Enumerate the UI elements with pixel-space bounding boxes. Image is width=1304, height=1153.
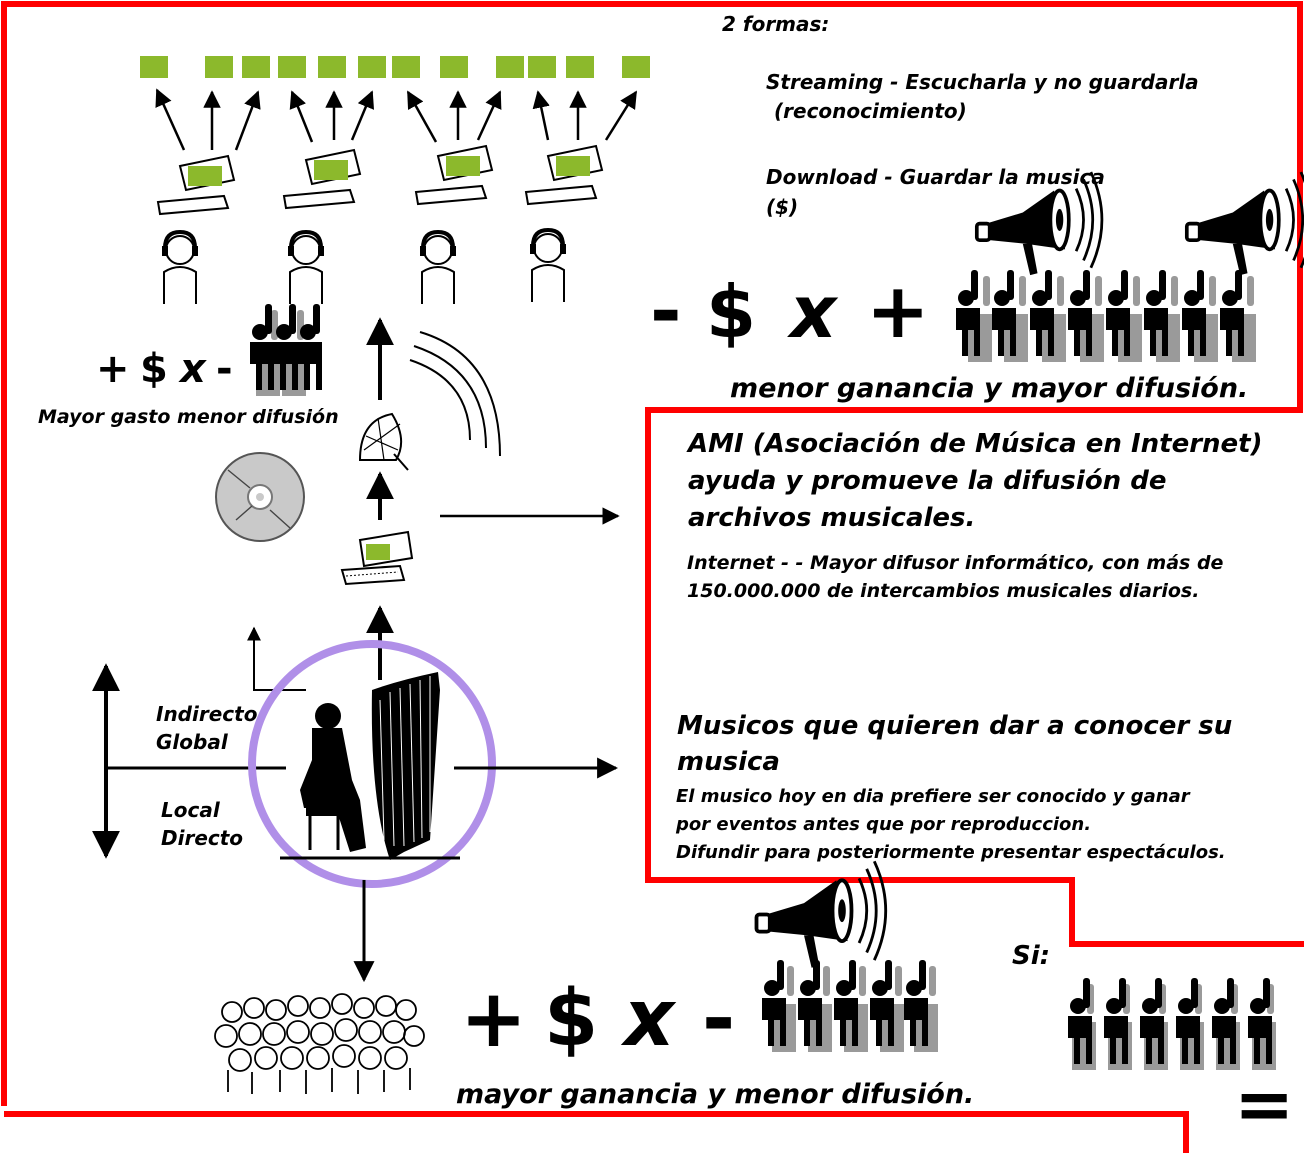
formula-left-minus: -: [216, 346, 233, 392]
formula-top-dollar: $: [706, 270, 757, 354]
central-computer-icon: [340, 530, 414, 586]
label-global: Global: [156, 730, 228, 754]
formula-top-x: x: [790, 270, 837, 354]
ami-title-line-2: ayuda y promueve la difusión de: [688, 466, 1167, 496]
musicians-body-line-1: El musico hoy en dia prefiere ser conoci…: [676, 786, 1190, 807]
musicians-body-line-2: por eventos antes que por reproduccion.: [676, 814, 1092, 835]
red-frame-bottom: [4, 1111, 1189, 1153]
crowd-icon-top: [956, 270, 1256, 362]
listener-computer-2: [283, 149, 361, 306]
label-indirecto: Indirecto: [156, 702, 258, 726]
audience-icon: [214, 993, 425, 1094]
red-frame-outline: [1, 1, 1304, 1106]
formula-bottom-caption: mayor ganancia y menor difusión.: [456, 1079, 975, 1110]
formula-top-plus: +: [866, 266, 930, 355]
l-shaped-arrow: [247, 626, 306, 691]
ami-title-line-1: AMI (Asociación de Música en Internet): [688, 429, 1263, 459]
two-forms-heading: 2 formas:: [722, 12, 830, 36]
internet-line-1: Internet - - Mayor difusor informático, …: [687, 552, 1224, 574]
download-line-1: Download - Guardar la musica: [766, 165, 1105, 189]
listener-computer-1: [157, 155, 235, 306]
crowd-icon-right: [1068, 978, 1276, 1070]
formula-bottom-x: x: [624, 974, 675, 1064]
formula-left-plus: +: [96, 346, 130, 392]
musicians-title-line-2: musica: [677, 747, 780, 777]
compact-disc-icon: [215, 452, 305, 542]
formula-left-x: x: [180, 346, 206, 392]
download-line-2: ($): [766, 195, 799, 219]
distribution-arrows: [155, 88, 638, 151]
formula-bottom-minus: -: [702, 972, 736, 1065]
formula-left-caption: Mayor gasto menor difusión: [38, 406, 339, 428]
satellite-dish-icon: [358, 331, 501, 471]
musicians-body-line-3: Difundir para posteriormente presentar e…: [676, 842, 1226, 863]
crowd-icon-bottom: [762, 960, 938, 1052]
listener-computer-4: [525, 145, 603, 304]
streaming-line-2: (reconocimiento): [774, 99, 967, 123]
megaphone-icon-2: [1184, 170, 1304, 277]
label-local: Local: [161, 798, 220, 822]
small-crowd-icon: [250, 304, 322, 396]
equals-sign: =: [1234, 1062, 1295, 1146]
ami-title-line-3: archivos musicales.: [688, 503, 976, 533]
musicians-title-line-1: Musicos que quieren dar a conocer su: [677, 711, 1233, 741]
formula-top-minus: -: [650, 266, 682, 355]
listener-computer-3: [415, 145, 493, 306]
harpist-icon: [280, 672, 460, 860]
formula-bottom-dollar: $: [544, 974, 599, 1064]
formula-left-dollar: $: [140, 346, 168, 392]
formula-bottom-plus: +: [460, 972, 528, 1065]
si-label: Si:: [1012, 941, 1051, 971]
green-file-icons: [140, 56, 650, 78]
internet-line-2: 150.000.000 de intercambios musicales di…: [687, 580, 1200, 602]
formula-top-caption: menor ganancia y mayor difusión.: [730, 373, 1249, 404]
label-directo: Directo: [161, 826, 244, 850]
harpist-circle: [248, 640, 496, 888]
streaming-line-1: Streaming - Escucharla y no guardarla: [766, 70, 1199, 94]
